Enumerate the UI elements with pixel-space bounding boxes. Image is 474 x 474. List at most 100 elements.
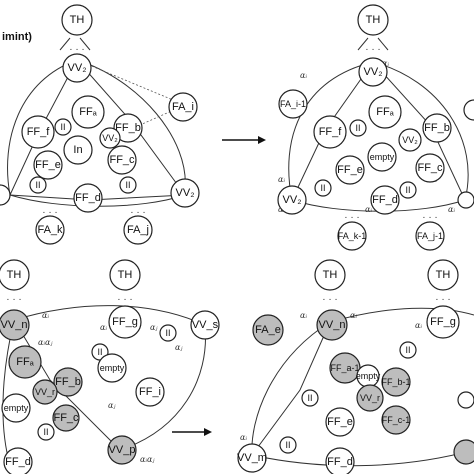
- node-vv2-inner-label: VV₂: [102, 133, 118, 143]
- node-fff-tr-label: FF_f: [319, 126, 343, 138]
- node-empty-bl-label: empty: [100, 363, 125, 373]
- node-ffe-br-label: FF_e: [327, 416, 353, 428]
- alpha-br-1: αᵢ: [350, 311, 357, 320]
- node-fff-tr: [313, 115, 347, 149]
- node-ffd: [73, 183, 103, 213]
- node-vvm-br: [237, 443, 267, 473]
- node-ii-tr-1: [349, 119, 367, 137]
- node-ii-tr-2: [314, 179, 332, 197]
- node-ffa-tr-label: FFₐ: [376, 106, 394, 118]
- node-empty-tr: [367, 142, 397, 172]
- node-fak1: [337, 221, 367, 251]
- node-vv2-right: [170, 178, 200, 208]
- node-fak1-label: FA_k-1: [338, 231, 367, 241]
- node-fff: [21, 115, 55, 149]
- node-ffc-bl-label: FF_c: [53, 412, 79, 424]
- node-ffg-br: [426, 305, 460, 339]
- node-vvr-bl-label: VV_r: [35, 387, 55, 397]
- node-vvr-br: [356, 384, 384, 412]
- alpha-tr-2: αᵢ: [300, 71, 307, 80]
- edge-vv2-right: [76, 59, 186, 191]
- node-ii-3: [119, 176, 137, 194]
- node-th-br2-label: TH: [436, 269, 451, 281]
- node-vvm-br-label: VV_m: [237, 452, 267, 464]
- node-ii-bl-2-label: II: [97, 347, 102, 357]
- node-ffd-label: FF_d: [75, 192, 101, 204]
- node-ffa-tr: [368, 95, 402, 129]
- node-ffe-br: [325, 407, 355, 437]
- node-ffe-tr: [335, 155, 365, 185]
- node-ii-br-1-label: II: [405, 345, 410, 355]
- node-ffc-tr-label: FF_c: [417, 162, 443, 174]
- node-in: [63, 135, 93, 165]
- node-vv2-top: [62, 53, 92, 83]
- node-ffd-br: [325, 447, 355, 474]
- node-vvp-bl: [107, 435, 137, 465]
- node-vv2-right-label: VV₂: [176, 187, 195, 199]
- alpha-bl-4: αⱼ: [150, 323, 158, 332]
- edge-br-top: [329, 307, 474, 323]
- node-th-2: [357, 4, 389, 36]
- node-ffc-bl: [52, 404, 80, 432]
- th-bl1-dots: · · ·: [6, 294, 22, 305]
- node-ffb-bl-label: FF_b: [55, 376, 81, 388]
- node-fae-br-label: FA_e: [255, 324, 281, 336]
- node-ffi-bl: [135, 377, 165, 407]
- edge-br-diag: [251, 321, 331, 456]
- alpha-br-2: αᵢ: [300, 311, 307, 320]
- edge-bl-right: [119, 324, 207, 451]
- node-ffe: [33, 150, 63, 180]
- node-fae-br: [252, 314, 284, 346]
- fak-dots: · · ·: [42, 207, 58, 218]
- node-vvn-br-label: VV_n: [319, 319, 346, 331]
- alpha-br-3: αᵢ: [415, 321, 422, 330]
- edge-bl-diag: [13, 319, 121, 451]
- alpha-tr-5: αᵢ: [365, 205, 372, 214]
- node-ii-tr-3: [399, 181, 417, 199]
- faj1-dots: · · ·: [422, 212, 438, 223]
- th2-legs: [357, 37, 389, 51]
- node-fff-label: FF_f: [27, 126, 51, 138]
- faj-dots: · · ·: [130, 207, 146, 218]
- node-vvs-bl-label: VV_s: [192, 319, 219, 331]
- node-left-partial: [0, 184, 11, 206]
- node-fai1-label: FA_i-1: [280, 99, 306, 109]
- alpha-bl-6: αᵢαⱼ: [140, 455, 155, 464]
- node-ffg-bl: [108, 305, 142, 339]
- diagram-title-fragment: imint): [2, 31, 32, 43]
- node-ii-br-2-label: II: [307, 393, 312, 403]
- panel-top-right: · · · TH αᵢ αᵢ αᵢ αᵢ αᵢ αᵢ αᵢ VV₂ FA_i-1…: [277, 4, 474, 251]
- node-th-br1: [314, 259, 346, 291]
- alpha-bl-2: αᵢαⱼ: [38, 338, 53, 347]
- th-dots: · · ·: [69, 44, 85, 55]
- node-ffg-br-label: FF_g: [430, 316, 456, 328]
- fak1-dots: · · ·: [344, 212, 360, 223]
- node-fai: [168, 92, 198, 122]
- node-faj1: [415, 221, 445, 251]
- node-empty-bl: [97, 353, 127, 383]
- th-br2-dots: · · ·: [435, 294, 451, 305]
- node-ffi-bl-label: FF_i: [139, 386, 161, 398]
- edge-br-left: [251, 321, 331, 456]
- node-ii-tr-1-label: II: [355, 123, 360, 133]
- panel-top-left: · · · TH VV₂ FFₐ FF_f II In FF_b VV₂: [0, 4, 200, 245]
- node-ffb-tr: [422, 113, 452, 143]
- node-ii-br-3: [279, 436, 297, 454]
- node-vvp-bl-label: VV_p: [109, 444, 136, 456]
- node-faj: [123, 215, 153, 245]
- edge-bl-top: [13, 305, 206, 326]
- alpha-tr-3: αᵢ: [278, 175, 285, 184]
- node-ii-br-3-label: II: [285, 440, 290, 450]
- alpha-br-4: αᵢ: [240, 433, 247, 442]
- edge-tr-right: [372, 61, 469, 201]
- node-ii-br-1: [399, 341, 417, 359]
- panel-bottom-left: TH · · · TH · · · αᵢ αᵢαⱼ αᵢ αⱼ αⱼ αᵢαⱼ …: [0, 259, 220, 474]
- node-br-right-partial: [453, 439, 474, 465]
- node-th-br1-label: TH: [323, 269, 338, 281]
- node-ii-tr-2-label: II: [320, 183, 325, 193]
- th-bl2-dots: · · ·: [117, 294, 133, 305]
- node-vvn-bl: [0, 309, 30, 341]
- node-th-br2: [427, 259, 459, 291]
- node-ffc1-br: [381, 405, 411, 435]
